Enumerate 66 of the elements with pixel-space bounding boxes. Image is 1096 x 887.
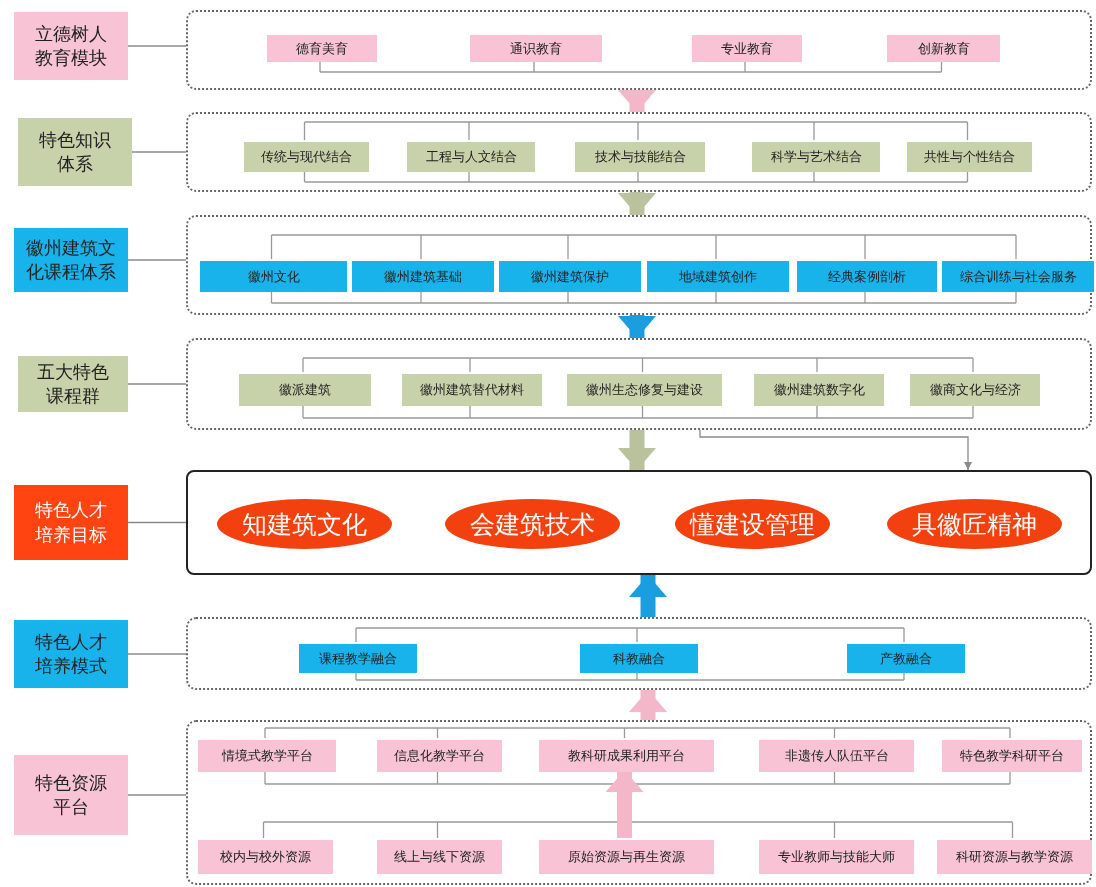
topic-label: 科研资源与教学资源: [937, 840, 1092, 874]
goal-ellipse: 具徽匠精神: [887, 499, 1062, 549]
group-frame: [186, 215, 1092, 315]
topic-label: 工程与人文结合: [407, 142, 535, 172]
arrow: [629, 690, 667, 720]
topic-label: 专业教育: [692, 35, 802, 62]
topic-label: 德育美育: [267, 35, 377, 62]
topic-label: 科学与艺术结合: [752, 142, 880, 172]
topic-label: 徽派建筑: [239, 374, 371, 406]
topic-label: 地域建筑创作: [647, 261, 789, 292]
arrow: [618, 90, 656, 112]
arrow: [618, 430, 656, 470]
topic-label: 技术与技能结合: [575, 142, 705, 172]
group-frame: [186, 338, 1092, 430]
connector-line: [127, 521, 187, 524]
topic-label: 课程教学融合: [299, 644, 417, 673]
topic-label: 原始资源与再生资源: [539, 840, 714, 874]
connector-line: [131, 151, 187, 153]
category-label: 立德树人教育模块: [14, 12, 128, 80]
topic-label: 徽州生态修复与建设: [567, 374, 722, 406]
category-label: 五大特色课程群: [18, 356, 128, 412]
category-label: 特色人才培养模式: [14, 620, 128, 688]
topic-label: 创新教育: [887, 35, 1000, 62]
category-label: 特色资源平台: [14, 755, 128, 835]
category-label: 特色人才培养目标: [14, 485, 128, 560]
topic-label: 徽商文化与经济: [910, 374, 1040, 406]
topic-label: 专业教师与技能大师: [759, 840, 914, 874]
connector-line: [127, 259, 187, 261]
arrow: [618, 192, 656, 215]
topic-label: 徽州建筑替代材料: [402, 374, 542, 406]
group-frame: [186, 617, 1092, 690]
arrow: [618, 315, 656, 338]
connector-line: [127, 383, 187, 385]
group-frame: [186, 10, 1092, 90]
arrow: [605, 770, 644, 838]
topic-label: 情境式教学平台: [198, 740, 336, 772]
topic-label: 综合训练与社会服务: [942, 261, 1094, 292]
topic-label: 共性与个性结合: [907, 142, 1032, 172]
goal-ellipse: 会建筑技术: [445, 499, 620, 549]
topic-label: 传统与现代结合: [244, 142, 369, 172]
arrow: [629, 575, 667, 617]
topic-label: 校内与校外资源: [198, 840, 333, 874]
category-label: 特色知识体系: [18, 118, 132, 186]
goal-frame: [186, 470, 1092, 575]
topic-label: 教科研成果利用平台: [539, 740, 714, 772]
arrow: [699, 429, 972, 471]
topic-label: 徽州建筑基础: [352, 261, 494, 292]
topic-label: 产教融合: [847, 644, 965, 673]
topic-label: 信息化教学平台: [377, 740, 502, 772]
topic-label: 徽州建筑数字化: [754, 374, 884, 406]
topic-label: 科教融合: [580, 644, 698, 673]
category-label: 徽州建筑文化课程体系: [14, 228, 128, 292]
group-frame: [186, 720, 1092, 885]
topic-label: 经典案例剖析: [797, 261, 937, 292]
topic-label: 徽州建筑保护: [499, 261, 641, 292]
topic-label: 徽州文化: [200, 261, 347, 292]
topic-label: 特色教学科研平台: [942, 740, 1082, 772]
connector-line: [127, 653, 187, 655]
topic-label: 线上与线下资源: [377, 840, 502, 874]
connector-line: [127, 45, 187, 47]
goal-ellipse: 懂建设管理: [675, 499, 830, 549]
connector-line: [127, 794, 187, 796]
goal-ellipse: 知建筑文化: [217, 499, 392, 549]
topic-label: 非遗传人队伍平台: [759, 740, 914, 772]
topic-label: 通识教育: [470, 35, 602, 62]
group-frame: [186, 112, 1092, 192]
